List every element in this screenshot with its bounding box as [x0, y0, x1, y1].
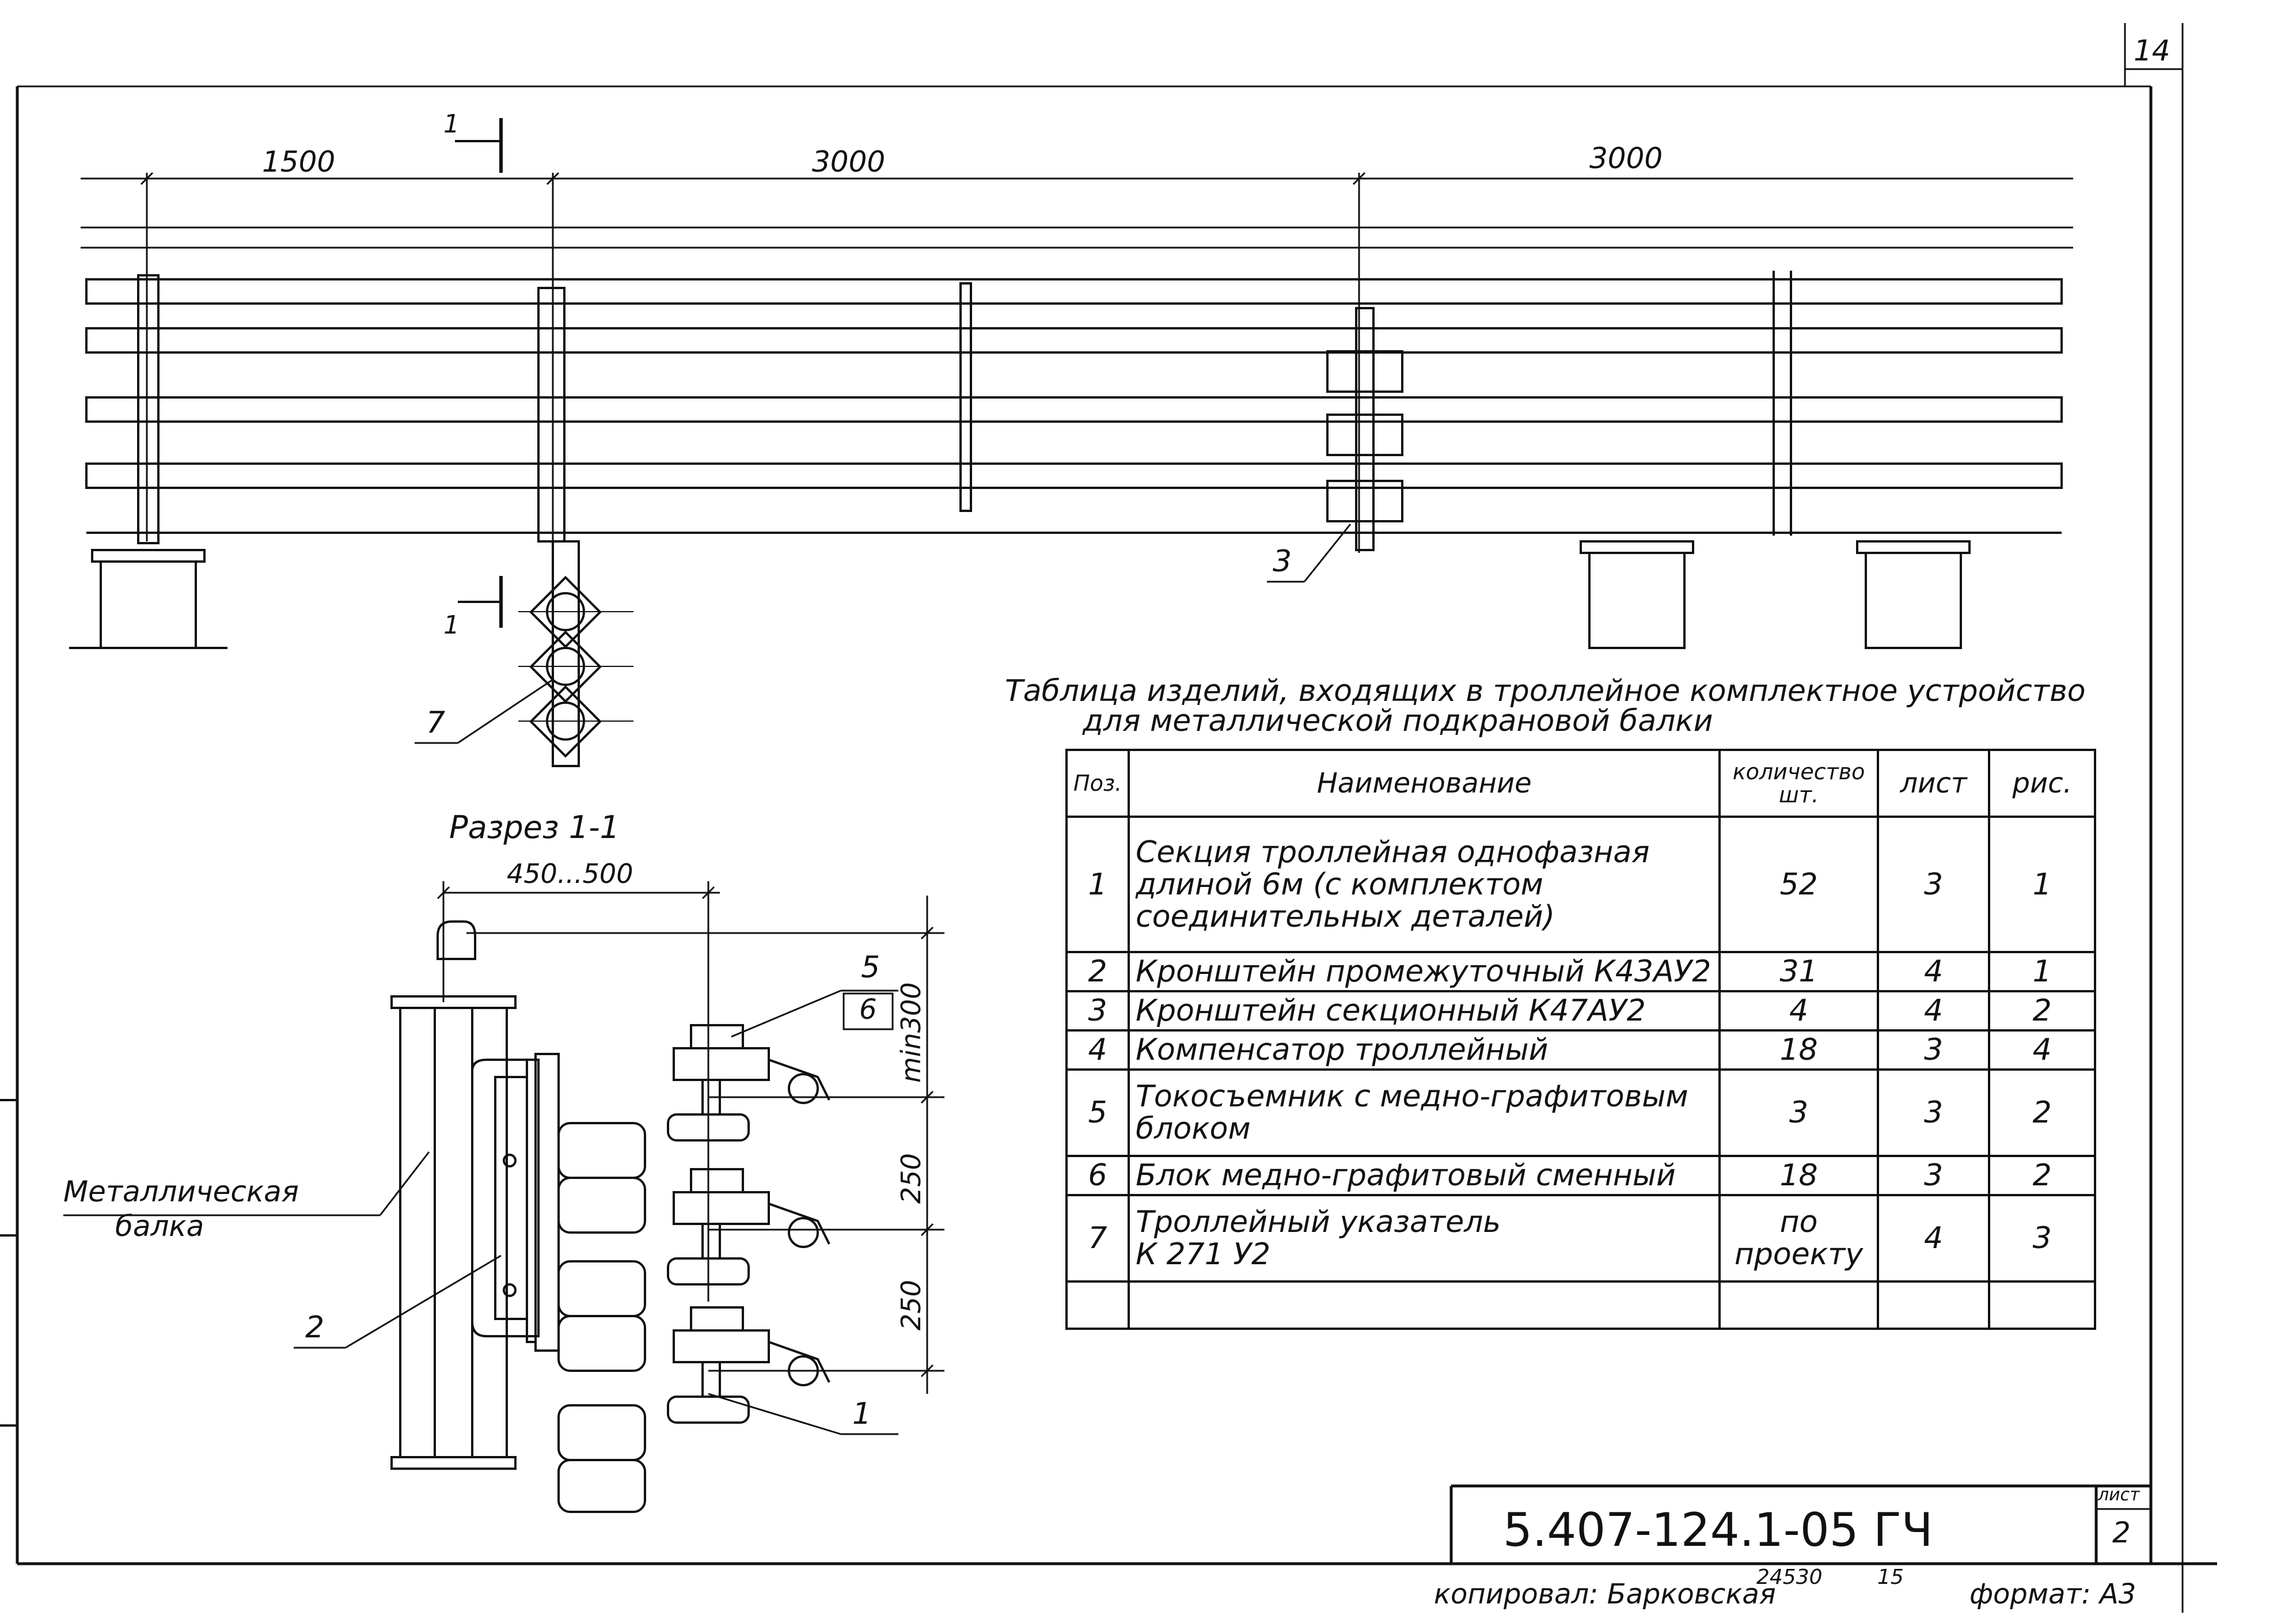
- dimension-min300: min300: [895, 982, 927, 1083]
- table-row: 2 Кронштейн промежуточный К43АУ2 31 4 1: [1065, 951, 2096, 992]
- row-qty: 3: [1718, 1068, 1879, 1157]
- row-pos: 3: [1065, 990, 1130, 1032]
- callout-3-leader: [1267, 524, 1352, 583]
- table-row: 3 Кронштейн секционный К47АУ2 4 4 2: [1065, 990, 2096, 1032]
- header-sheet: лист: [1876, 749, 1991, 818]
- section-dimension-ticks: [437, 886, 934, 1378]
- section-leaders: [63, 989, 898, 1435]
- footer-format: формат: А3: [1969, 1578, 2136, 1610]
- dimension-3000-b: 3000: [1589, 142, 1663, 175]
- footer-number-1: 24530: [1756, 1565, 1823, 1589]
- row-pos: 7: [1065, 1194, 1130, 1283]
- row-pos: 4: [1065, 1029, 1130, 1071]
- header-name: Наименование: [1128, 749, 1721, 818]
- row-qty: 31: [1718, 951, 1879, 992]
- dimension-3000-a: 3000: [812, 145, 885, 179]
- dimension-250-a: 250: [895, 1153, 927, 1204]
- table-title-line2: для металлической подкрановой балки: [1083, 704, 1713, 738]
- header-qty-line1: количество: [1732, 759, 1865, 784]
- bracket-posts: [137, 274, 1403, 551]
- dimension-250-b: 250: [895, 1280, 927, 1330]
- table-row: 1 Секция троллейная однофазная длиной 6м…: [1065, 816, 2096, 953]
- row-pos: 2: [1065, 951, 1130, 992]
- row-pos: 1: [1065, 816, 1130, 953]
- sheet-frame: [0, 23, 2217, 1613]
- table-row: 7 Троллейный указатель К 271 У2 по проек…: [1065, 1194, 2096, 1283]
- row-name: Токосъемник с медно-графитовым блоком: [1128, 1068, 1721, 1157]
- row-name: Секция троллейная однофазная длиной 6м (…: [1128, 816, 1721, 953]
- row-fig: 4: [1988, 1029, 2096, 1071]
- trolley-bars: [85, 271, 2063, 536]
- row-name: Компенсатор троллейный: [1128, 1029, 1721, 1071]
- row-pos: 6: [1065, 1155, 1130, 1196]
- row-qty: 18: [1718, 1155, 1879, 1196]
- table-row: 6 Блок медно-графитовый сменный 18 3 2: [1065, 1155, 2096, 1196]
- row-fig: 1: [1988, 816, 2096, 953]
- row-sheet: 4: [1876, 951, 1991, 992]
- callout-5: 5: [861, 950, 881, 985]
- dimension-1500: 1500: [262, 145, 335, 179]
- stamp-sheet-label: лист: [2098, 1485, 2140, 1505]
- footer-number-2: 15: [1877, 1565, 1904, 1589]
- table-title-line1: Таблица изделий, входящих в троллейное к…: [1005, 674, 2086, 708]
- row-fig: 3: [1988, 1194, 2096, 1283]
- row-qty: 18: [1718, 1029, 1879, 1071]
- header-fig: рис.: [1988, 749, 2096, 818]
- column-supports: [69, 540, 1971, 649]
- section-marks: [455, 118, 503, 628]
- table-row-empty: [1065, 1280, 2096, 1330]
- callout-3: 3: [1273, 544, 1292, 579]
- row-name: Троллейный указатель К 271 У2: [1128, 1194, 1721, 1283]
- callout-2: 2: [305, 1310, 325, 1345]
- trolley-indicator: [415, 540, 633, 767]
- section-title: Разрез 1-1: [449, 809, 620, 845]
- footer-copied-by: копировал: Барковская: [1434, 1578, 1776, 1610]
- row-sheet: 4: [1876, 990, 1991, 1032]
- row-sheet: 3: [1876, 1029, 1991, 1071]
- beam-label-line2: балка: [115, 1209, 204, 1243]
- table-row: 4 Компенсатор троллейный 18 3 4: [1065, 1029, 2096, 1071]
- section-view: [390, 881, 944, 1513]
- callout-6: 6: [859, 994, 877, 1026]
- row-sheet: 3: [1876, 1068, 1991, 1157]
- row-fig: 2: [1988, 1068, 2096, 1157]
- row-fig: 2: [1988, 990, 2096, 1032]
- section-mark-top: 1: [443, 109, 460, 139]
- beam-label-line1: Металлическая: [63, 1175, 299, 1208]
- row-name: Кронштейн секционный К47АУ2: [1128, 990, 1721, 1032]
- row-name: Блок медно-графитовый сменный: [1128, 1155, 1721, 1196]
- stamp-sheet-number: 2: [2112, 1516, 2131, 1549]
- drawing-code: 5.407-124.1-05 ГЧ: [1503, 1503, 1933, 1557]
- header-qty-line2: шт.: [1779, 782, 1819, 807]
- row-qty: 4: [1718, 990, 1879, 1032]
- row-qty: 52: [1718, 816, 1879, 953]
- row-sheet: 4: [1876, 1194, 1991, 1283]
- row-fig: 1: [1988, 951, 2096, 992]
- sheet-corner-number: 14: [2134, 34, 2170, 67]
- section-width-dimension: 450...500: [507, 858, 633, 889]
- header-qty: количество шт.: [1718, 749, 1879, 818]
- table-header-row: Поз. Наименование количество шт. лист ри…: [1065, 749, 2096, 818]
- title-stamp-frame: [1449, 1484, 2151, 1564]
- callout-7: 7: [426, 706, 446, 740]
- row-fig: 2: [1988, 1155, 2096, 1196]
- row-pos: 5: [1065, 1068, 1130, 1157]
- top-dimension-lines: [81, 172, 2073, 570]
- section-mark-bottom: 1: [443, 611, 460, 640]
- row-name: Кронштейн промежуточный К43АУ2: [1128, 951, 1721, 992]
- row-qty: по проекту: [1718, 1194, 1879, 1283]
- callout-1: 1: [852, 1397, 872, 1431]
- parts-table: Поз. Наименование количество шт. лист ри…: [1065, 749, 2096, 1330]
- header-pos: Поз.: [1065, 749, 1130, 818]
- row-sheet: 3: [1876, 1155, 1991, 1196]
- row-sheet: 3: [1876, 816, 1991, 953]
- table-row: 5 Токосъемник с медно-графитовым блоком …: [1065, 1068, 2096, 1157]
